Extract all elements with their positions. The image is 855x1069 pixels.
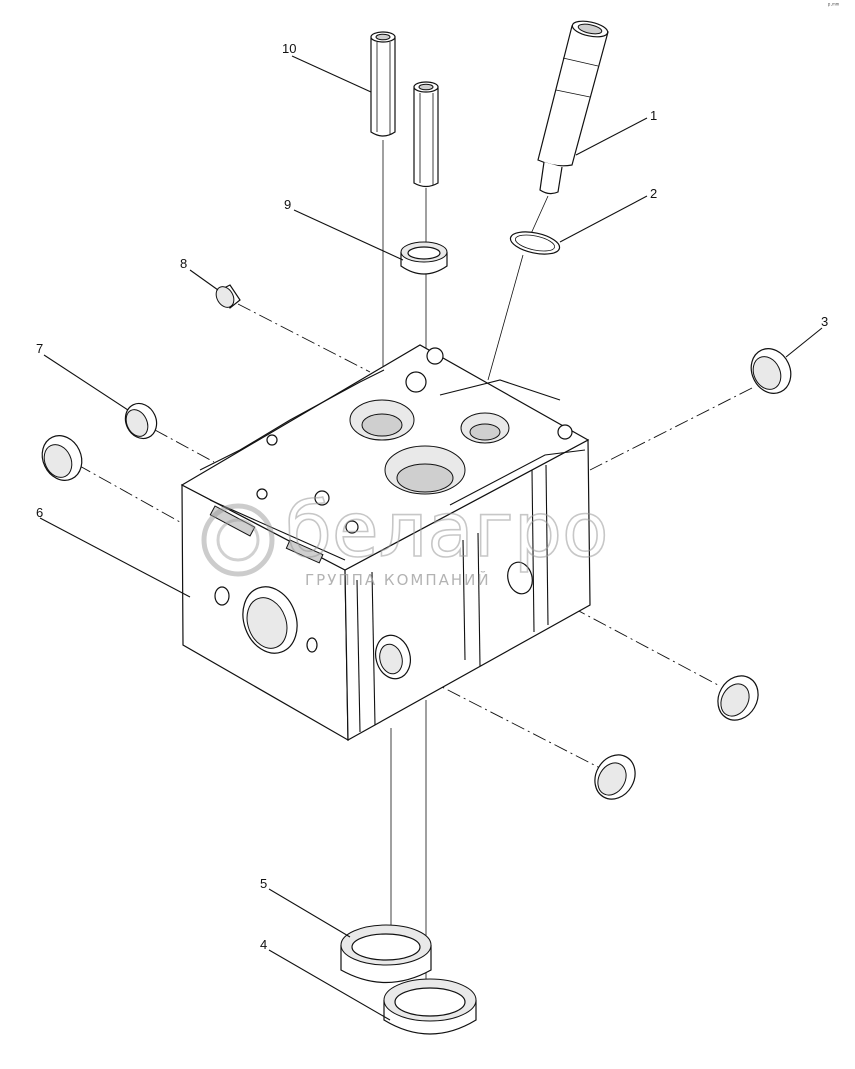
callout-10: 10	[282, 41, 296, 56]
callouts: 10 1 2 9 8 3 7 6 5 4	[36, 41, 828, 952]
leader-lines	[39, 55, 823, 1021]
part-10-guide-sleeve-2	[413, 81, 439, 188]
callout-1: 1	[650, 108, 657, 123]
corner-mark: ᵖ·ᵐᵐ	[828, 3, 840, 9]
part-3-cup-plug	[750, 348, 792, 394]
part-10-guide-sleeve	[370, 31, 396, 137]
part-1-injector-sleeve	[537, 20, 609, 195]
part-8-plug	[215, 284, 241, 309]
part-2-o-ring	[509, 231, 561, 255]
lower-middle-cup-plug	[594, 754, 636, 800]
part-6-cylinder-head	[180, 344, 591, 742]
callout-8: 8	[180, 256, 187, 271]
part-4-seat-ring	[383, 978, 477, 1035]
callout-2: 2	[650, 186, 657, 201]
callout-7: 7	[36, 341, 43, 356]
callout-3: 3	[821, 314, 828, 329]
callout-4: 4	[260, 937, 267, 952]
left-cup-plug	[41, 435, 83, 481]
part-9-seat-ring	[400, 241, 448, 275]
callout-9: 9	[284, 197, 291, 212]
part-5-seat-ring	[340, 924, 432, 984]
watermark-subtitle: ГРУППА КОМПАНИЙ	[305, 570, 491, 589]
watermark: белагро ГРУППА КОМПАНИЙ	[201, 484, 609, 589]
callout-5: 5	[260, 876, 267, 891]
part-7-cup-plug	[124, 402, 158, 440]
watermark-brand: белагро	[285, 485, 608, 574]
callout-6: 6	[36, 505, 43, 520]
lower-right-cup-plug	[717, 675, 759, 721]
